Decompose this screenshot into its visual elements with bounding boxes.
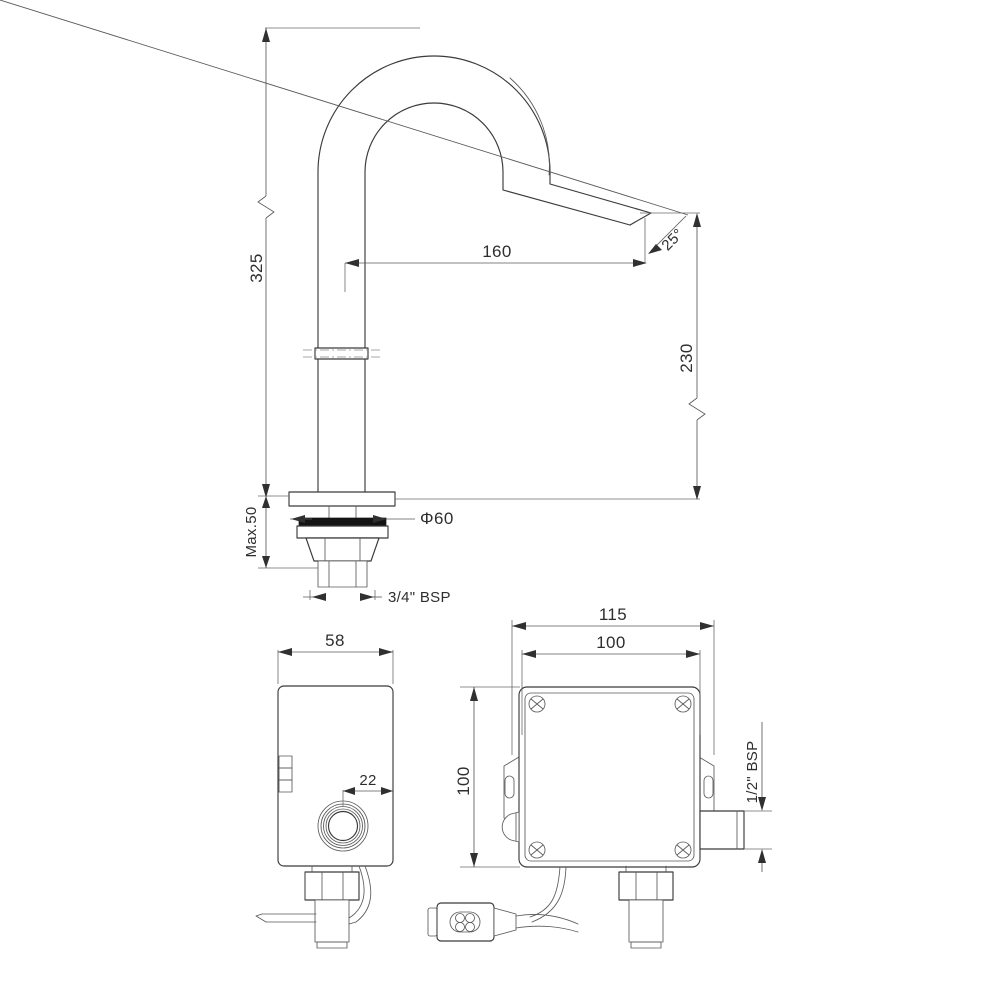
dim-label-100-height: 100 xyxy=(454,766,473,796)
dim-label-22: 22 xyxy=(359,772,376,789)
dim-label-230: 230 xyxy=(677,343,696,373)
dimension-outlet-angle-25: 25° xyxy=(0,0,689,263)
dimension-control-bodywidth-100: 100 xyxy=(521,633,701,735)
dimension-inlet-thread-34bsp: 3/4" BSP xyxy=(303,589,451,606)
dimension-sensor-eye-22: 22 xyxy=(342,772,393,806)
dim-label-25deg: 25° xyxy=(658,225,687,254)
locking-nut xyxy=(305,537,380,562)
dimension-control-bodyheight-100: 100 xyxy=(454,686,520,868)
screw-icon-top-left xyxy=(528,695,546,713)
screw-icon-top-right xyxy=(674,695,692,713)
spout-body xyxy=(317,55,652,501)
threaded-tailpiece xyxy=(317,560,368,588)
dim-label-dia60: Φ60 xyxy=(420,509,454,528)
sensor-eye xyxy=(317,800,369,852)
cable-connector-plug xyxy=(427,902,579,942)
control-box-cable-gland xyxy=(501,811,520,843)
dimension-sensor-width-58: 58 xyxy=(277,631,394,684)
control-box-lid-outline xyxy=(524,692,695,862)
mounting-washer xyxy=(296,525,389,539)
control-box-bottom-fitting xyxy=(618,865,674,949)
dim-label-12bsp: 1/2" BSP xyxy=(744,741,761,804)
control-box-cable xyxy=(529,866,567,923)
dimension-spout-reach-160: 160 xyxy=(344,242,647,292)
shank xyxy=(328,505,357,520)
base-flange xyxy=(288,491,396,507)
screw-icon-bottom-right xyxy=(674,841,692,859)
screw-icon-bottom-left xyxy=(528,841,546,859)
sensor-vent-slots xyxy=(278,755,293,793)
sensor-cable xyxy=(348,865,372,925)
dim-label-58: 58 xyxy=(325,631,345,650)
sensor-module-view: 58 22 xyxy=(255,631,394,949)
sensor-tailpiece xyxy=(314,899,350,949)
gasket-washer xyxy=(298,517,387,527)
dimension-flange-dia-60: Φ60 xyxy=(290,509,454,528)
dimension-spout-height-230: 230 xyxy=(395,212,706,500)
dim-label-max50: Max.50 xyxy=(243,507,260,558)
dim-label-325: 325 xyxy=(247,253,266,283)
dimension-overall-height-325: 325 xyxy=(247,27,420,498)
dimension-control-width-115: 115 xyxy=(511,605,715,755)
sensor-hex-fitting xyxy=(304,871,360,901)
dim-label-115: 115 xyxy=(599,605,627,624)
control-box-view: 115 100 100 1/2" BSP xyxy=(427,605,772,949)
control-box-body xyxy=(518,686,701,868)
dimension-outlet-thread-12bsp: 1/2" BSP xyxy=(744,722,772,872)
dim-label-34bsp: 3/4" BSP xyxy=(388,589,451,606)
dim-label-160: 160 xyxy=(482,242,512,261)
dimension-max-deck-50: Max.50 xyxy=(243,495,318,569)
sensor-supply-tube xyxy=(255,913,317,923)
control-box-outlet-nipple xyxy=(699,810,745,850)
dim-label-100-width: 100 xyxy=(596,633,626,652)
connector-pins xyxy=(449,911,481,933)
shaft-collar xyxy=(303,347,382,360)
faucet-elevation-view: 325 160 25° 230 xyxy=(0,0,706,606)
control-box-screws xyxy=(528,695,692,859)
